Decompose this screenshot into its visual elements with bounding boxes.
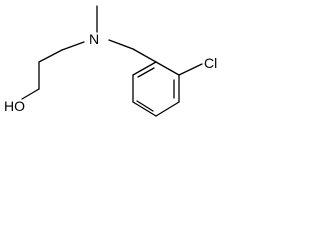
bond-benzyl-ch2-ring [132,48,157,63]
ring-bond-6 [132,61,157,76]
bond-n-benzyl-ch2 [108,39,134,50]
chemical-structure: HO N Cl [4,5,217,117]
chlorine-label: Cl [204,55,217,71]
bond-o-c1 [21,88,40,100]
bond-c3-n [61,41,85,51]
ring-bond-4 [132,101,157,117]
ring-bond-1 [155,61,180,76]
ring-double-bond-b [136,100,154,112]
hydroxyl-label: HO [4,98,25,114]
ring-double-bond-c [137,67,155,78]
bond-c2-c3 [38,49,63,63]
nitrogen-label: N [89,31,99,47]
ring-bond-3 [155,101,180,117]
bond-ring-cl [178,63,203,76]
